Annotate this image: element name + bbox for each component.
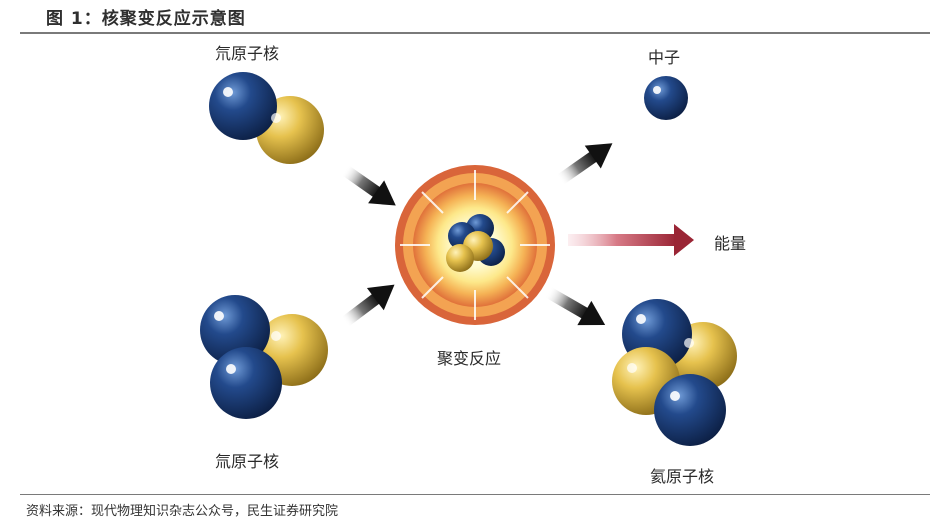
arrow-energy-out xyxy=(568,224,694,256)
arrow-tritium-in xyxy=(341,284,395,327)
label-helium: 氦原子核 xyxy=(650,467,715,486)
fusion-burst xyxy=(395,165,555,325)
neutron xyxy=(210,347,282,419)
label-fusion: 聚变反应 xyxy=(437,349,502,368)
arrow-neutron-out xyxy=(556,143,613,185)
label-deuterium: 氘原子核 xyxy=(215,44,280,63)
label-neutron: 中子 xyxy=(648,48,681,67)
neutron xyxy=(654,374,726,446)
neutron-particle xyxy=(644,76,688,120)
tritium-nucleus xyxy=(200,295,328,419)
deuterium-nucleus xyxy=(209,72,324,164)
helium-nucleus xyxy=(612,299,737,446)
arrow-deuterium-in xyxy=(341,165,396,206)
arrow-helium-out xyxy=(545,286,606,326)
neutron xyxy=(209,72,277,140)
label-tritium: 氚原子核 xyxy=(215,452,280,471)
figure-title: 图 1：核聚变反应示意图 xyxy=(46,9,246,29)
top-divider xyxy=(20,32,930,34)
label-energy: 能量 xyxy=(714,234,747,253)
figure-source: 资料来源：现代物理知识杂志公众号，民生证券研究院 xyxy=(26,504,339,519)
bottom-divider xyxy=(20,494,930,495)
